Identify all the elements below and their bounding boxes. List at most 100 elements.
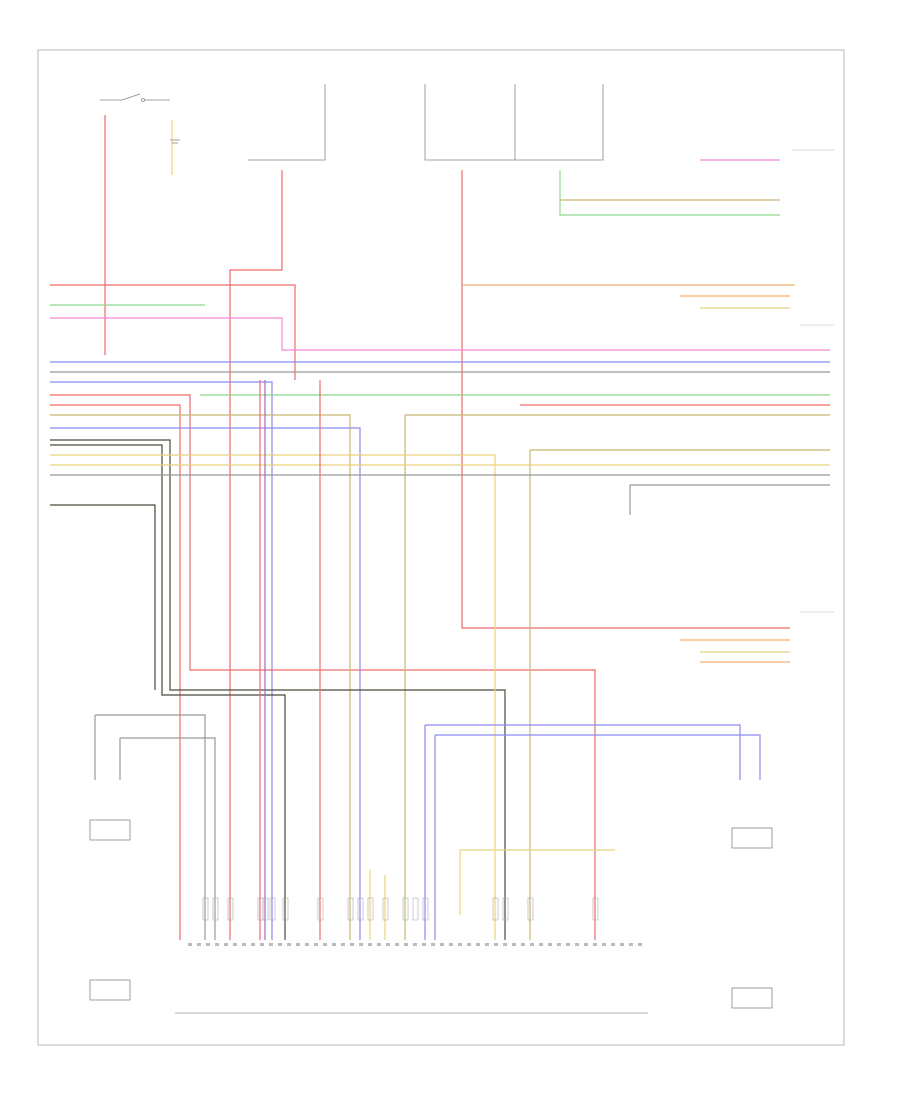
terminal-icon (638, 943, 642, 946)
terminal-icon (305, 943, 309, 946)
speaker-icon (89, 979, 131, 1001)
terminal-icon (602, 943, 606, 946)
connector-icon (502, 897, 509, 921)
module-box-center (424, 84, 604, 161)
wire (50, 381, 273, 940)
connector-icon (282, 897, 289, 921)
terminal-icon (188, 943, 192, 946)
ground-icon (170, 139, 180, 144)
terminal-icon (530, 943, 534, 946)
terminal-icon (386, 943, 390, 946)
module-box-left (248, 84, 326, 161)
connector-icon (357, 897, 364, 921)
terminal-icon (539, 943, 543, 946)
connector-strip (188, 897, 642, 946)
wire (461, 170, 790, 629)
terminal-icon (611, 943, 615, 946)
connector-icon (412, 897, 419, 921)
terminal-icon (368, 943, 372, 946)
speaker-icon (731, 827, 773, 849)
connector-icon (492, 897, 499, 921)
connector-icon (367, 897, 374, 921)
terminal-icon (215, 943, 219, 946)
terminal-icon (476, 943, 480, 946)
wire (50, 404, 181, 940)
top-components (100, 84, 604, 161)
terminal-icon (575, 943, 579, 946)
terminal-icon (404, 943, 408, 946)
terminal-icon (377, 943, 381, 946)
speaker-icon (89, 819, 131, 841)
terminal-icon (323, 943, 327, 946)
terminal-icon (503, 943, 507, 946)
diagram-frame (37, 49, 845, 1046)
connector-icon (422, 897, 429, 921)
wire (229, 170, 283, 940)
connector-icon (382, 897, 389, 921)
terminal-icon (332, 943, 336, 946)
terminal-icon (260, 943, 264, 946)
connector-icon (212, 897, 219, 921)
connector-icon (317, 897, 324, 921)
terminal-icon (458, 943, 462, 946)
terminal-icon (278, 943, 282, 946)
terminal-icon (206, 943, 210, 946)
terminal-icon (512, 943, 516, 946)
terminal-icon (629, 943, 633, 946)
wire (559, 170, 780, 216)
terminal-icon (341, 943, 345, 946)
speaker-components (89, 819, 773, 1009)
terminal-icon (557, 943, 561, 946)
connector-icon (592, 897, 599, 921)
terminal-icon (242, 943, 246, 946)
speaker-icon (731, 987, 773, 1009)
wire (50, 439, 506, 940)
terminal-icon (566, 943, 570, 946)
terminal-icon (449, 943, 453, 946)
terminal-icon (440, 943, 444, 946)
terminal-icon (269, 943, 273, 946)
wire (629, 484, 830, 515)
terminal-icon (296, 943, 300, 946)
terminal-icon (224, 943, 228, 946)
terminal-icon (593, 943, 597, 946)
wire (434, 734, 761, 940)
wire (50, 317, 830, 351)
connector-icon (227, 897, 234, 921)
terminal-icon (197, 943, 201, 946)
wire (94, 714, 206, 940)
terminal-icon (413, 943, 417, 946)
terminal-icon (467, 943, 471, 946)
terminal-icon (350, 943, 354, 946)
terminal-icon (233, 943, 237, 946)
wire (459, 849, 615, 915)
terminal-icon (314, 943, 318, 946)
terminal-icon (521, 943, 525, 946)
terminal-icon (431, 943, 435, 946)
wire (404, 414, 830, 940)
wire (50, 454, 496, 940)
connector-icon (202, 897, 209, 921)
terminal-icon (548, 943, 552, 946)
wire (50, 504, 156, 690)
wire (50, 284, 296, 380)
section-markers (792, 149, 834, 613)
connector-icon (262, 897, 269, 921)
connector-icon (347, 897, 354, 921)
terminal-icon (359, 943, 363, 946)
terminal-icon (251, 943, 255, 946)
wire (50, 394, 596, 940)
terminal-icon (422, 943, 426, 946)
wire (424, 724, 741, 940)
connector-icon (269, 897, 276, 921)
wire (50, 444, 286, 940)
wire-harness (50, 115, 830, 940)
connector-icon (402, 897, 409, 921)
terminal-icon (287, 943, 291, 946)
wire (50, 427, 361, 940)
connector-icon (527, 897, 534, 921)
switch-icon (100, 93, 170, 102)
terminal-icon (494, 943, 498, 946)
